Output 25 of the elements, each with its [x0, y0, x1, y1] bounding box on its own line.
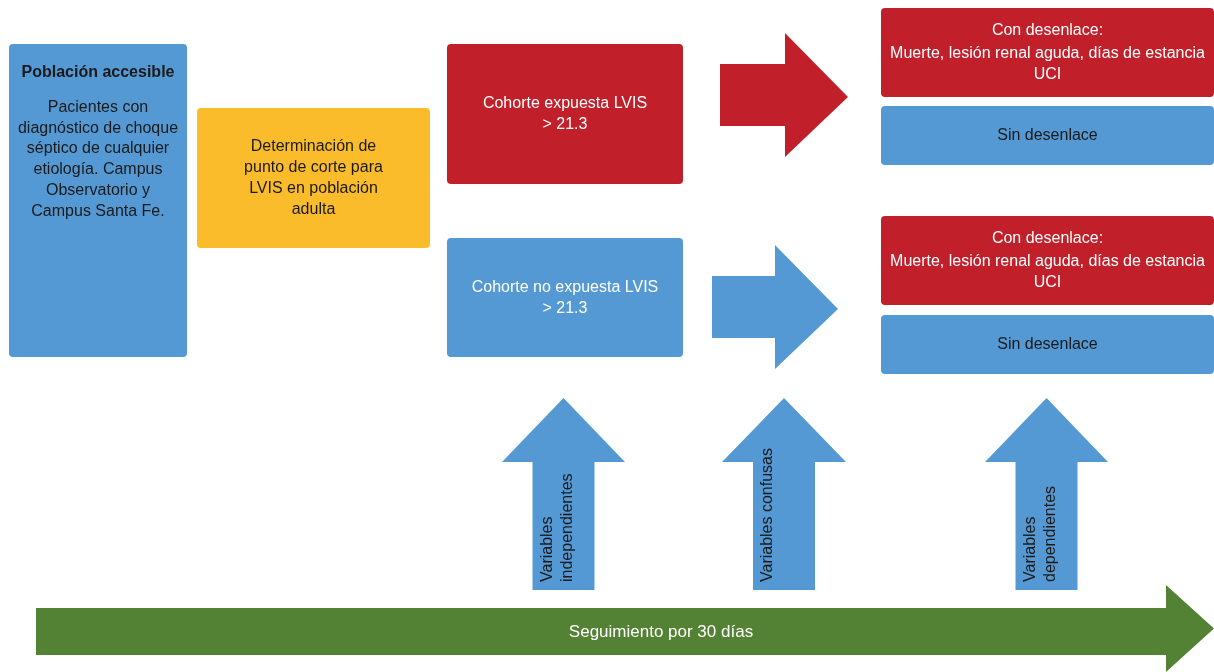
box-text: Muerte, lesión renal aguda, días de estancia UCI [889, 251, 1206, 292]
box-text: Pacientes con diagnóstico de choque séptico de cualquier etiología. Campus Observatorio y Campus Santa Fe. [17, 96, 179, 221]
box-heading: Con desenlace: [991, 228, 1104, 249]
outcome-box [881, 216, 1214, 305]
box-text: Sin desenlace [997, 334, 1098, 355]
outcome-box [881, 8, 1214, 97]
box-text: Cohorte no expuesta LVIS > 21.3 [470, 276, 660, 318]
process-box [197, 108, 430, 248]
arrow-label: Variables dependientes [1019, 484, 1059, 582]
box-text: Cohorte expuesta LVIS > 21.3 [482, 93, 648, 134]
block-arrow [712, 245, 838, 369]
outcome-box [881, 106, 1214, 165]
cohort-box [447, 44, 683, 184]
arrow-label: Variables independientes [536, 472, 576, 582]
box-text: Determinación de punto de corte para LVIS en población adulta [243, 136, 384, 219]
box-heading: Población accesible [21, 62, 175, 82]
block-arrow [720, 33, 848, 157]
outcome-box [881, 315, 1214, 374]
box-text: Sin desenlace [997, 125, 1098, 146]
cohort-box [447, 238, 683, 357]
box-text: Muerte, lesión renal aguda, días de estancia UCI [889, 43, 1206, 84]
arrow-label: Variables confusas [757, 448, 776, 582]
arrow-label: Seguimiento por 30 días [568, 621, 754, 642]
population-box [9, 44, 187, 357]
box-heading: Con desenlace: [991, 20, 1104, 41]
